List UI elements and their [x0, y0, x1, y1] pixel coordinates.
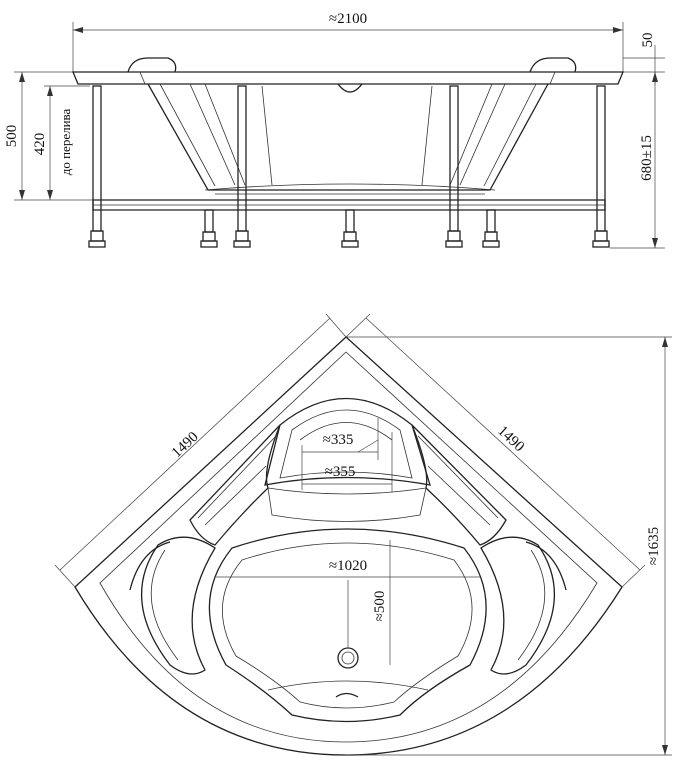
- rim-inner: [99, 351, 598, 743]
- frame: [92, 199, 606, 211]
- right-lobe: [480, 536, 567, 675]
- dim-diagonal-label: ≈1635: [646, 527, 662, 565]
- tub-body: [147, 83, 549, 195]
- dim-total-height-label: 500: [4, 125, 20, 148]
- dim-side-right-label: 1490: [494, 423, 527, 455]
- main-bowl: [208, 528, 487, 723]
- dim-total-height: 500: [4, 71, 95, 201]
- drain: [337, 647, 359, 669]
- dim-overflow-height: 420 до перелива: [32, 85, 90, 200]
- leg: [592, 85, 610, 248]
- dim-seat: ≈335 ≈355: [301, 418, 393, 492]
- dim-bowl: ≈1020 ≈500: [216, 540, 480, 665]
- dim-length-label: ≈2100: [329, 11, 367, 27]
- dim-diagonal: ≈1635: [346, 336, 672, 756]
- leg: [88, 85, 106, 248]
- leg: [233, 85, 251, 248]
- top-view: 1490 1490 ≈1635: [54, 313, 672, 756]
- leg: [341, 209, 359, 248]
- dim-leg-height-label: 680±15: [639, 135, 655, 181]
- dim-overflow-height-label: 420: [32, 133, 48, 156]
- left-lobe: [129, 536, 216, 675]
- dim-side-left-label: 1490: [169, 429, 202, 461]
- dim-length: ≈2100: [72, 11, 624, 72]
- dim-seat-bottom-label: ≈355: [325, 464, 356, 480]
- rim-plate: [72, 57, 624, 93]
- leg: [200, 209, 218, 248]
- side-view: ≈2100 50 500 420 до перелива: [4, 11, 665, 249]
- dim-rim: 50: [623, 33, 665, 85]
- leg: [445, 85, 463, 248]
- right-armrest: [411, 424, 507, 546]
- dim-bowl-depth-label: ≈500: [372, 591, 388, 622]
- seat: [264, 398, 431, 522]
- legs: [88, 85, 610, 248]
- dim-bowl-width-label: ≈1020: [329, 558, 367, 574]
- dim-seat-top-label: ≈335: [323, 432, 354, 448]
- left-armrest: [189, 424, 281, 546]
- overflow-note: до перелива: [58, 109, 73, 176]
- dim-rim-label: 50: [640, 33, 656, 48]
- dim-leg-height: 680±15: [610, 72, 665, 249]
- leg: [482, 209, 500, 248]
